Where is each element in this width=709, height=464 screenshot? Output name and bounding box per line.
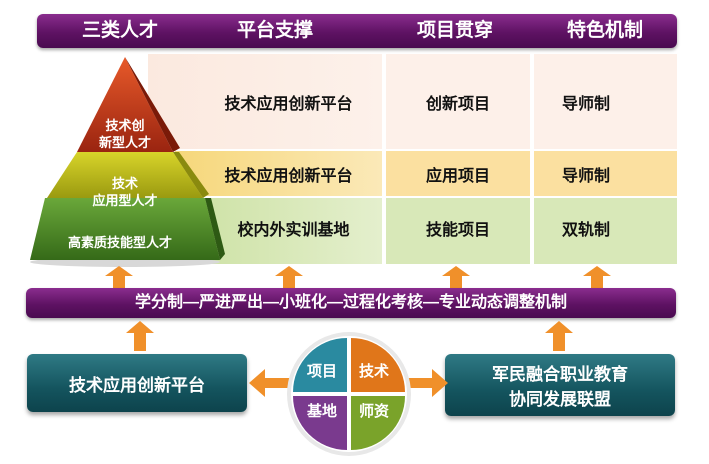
row3-mechanism: 双轨制 [561,222,610,239]
left-platform-box: 技术应用创新平台 [27,354,247,412]
row2-mechanism: 导师制 [561,167,610,185]
pyramid-middle-label: 技术 应用型人才 [92,176,158,208]
row3-project: 技能项目 [425,222,490,239]
row3-mechanism-bg [534,198,677,264]
right-alliance-box: 军民融合职业教育 协同发展联盟 [445,354,675,416]
circle-label-technology: 技术 [358,363,389,380]
row2-mechanism-bg [534,151,677,196]
header-talent: 三类人才 [81,20,158,41]
up-arrow-icon [442,266,470,288]
row3-project-bg [386,198,530,264]
row2-platform: 技术应用创新平台 [224,167,353,185]
circle-label-faculty: 师资 [358,403,389,420]
row1-project: 创新项目 [425,95,490,113]
header-bar [37,14,677,48]
left-platform-label: 技术应用创新平台 [69,375,205,395]
circle-quadrant-technology [351,338,405,392]
up-arrow-icon [275,266,303,288]
double-arrow-right-icon [408,369,448,397]
up-arrow-icon [105,266,133,288]
up-arrow-icon [545,321,573,351]
header-platform: 平台支撑 [236,20,313,41]
up-arrow-icon [126,321,154,351]
row1-project-bg [386,54,530,149]
mechanism-bar [26,288,676,318]
circle-label-base: 基地 [306,403,337,420]
mechanism-bar-text: 学分制—严进严出—小班化—过程化考核—专业动态调整机制 [134,294,567,311]
row1-platform-bg [148,54,382,149]
circle-label-project: 项目 [306,363,337,380]
row1-platform: 技术应用创新平台 [224,95,353,113]
alliance-line1: 军民融合职业教育 [492,365,628,384]
row2-project: 应用项目 [425,167,490,185]
row1-mechanism: 导师制 [561,95,610,113]
pyramid-bottom-tier [30,198,220,260]
up-arrow-icon [583,266,611,288]
talent-pyramid [30,57,225,267]
pyramid-bottom-label: 高素质技能型人才 [67,235,172,250]
row3-platform: 校内外实训基地 [237,222,350,239]
row2-platform-bg [175,151,382,196]
circle-quadrant-project [293,338,347,392]
row3-platform-bg [205,198,382,264]
header-mechanism: 特色机制 [566,20,643,41]
double-arrow-left-icon [249,369,291,397]
alliance-line2: 协同发展联盟 [509,390,611,409]
pyramid-top-tier [77,57,173,152]
row2-project-bg [386,151,530,196]
pyramid-top-label: 技术创 新型人才 [98,118,151,150]
circle-quadrant-base [293,396,347,450]
resource-circle [287,332,411,456]
header-project: 项目贯穿 [416,20,493,41]
row1-mechanism-bg [534,54,677,149]
circle-quadrant-faculty [351,396,405,450]
pyramid-middle-tier [47,152,203,198]
